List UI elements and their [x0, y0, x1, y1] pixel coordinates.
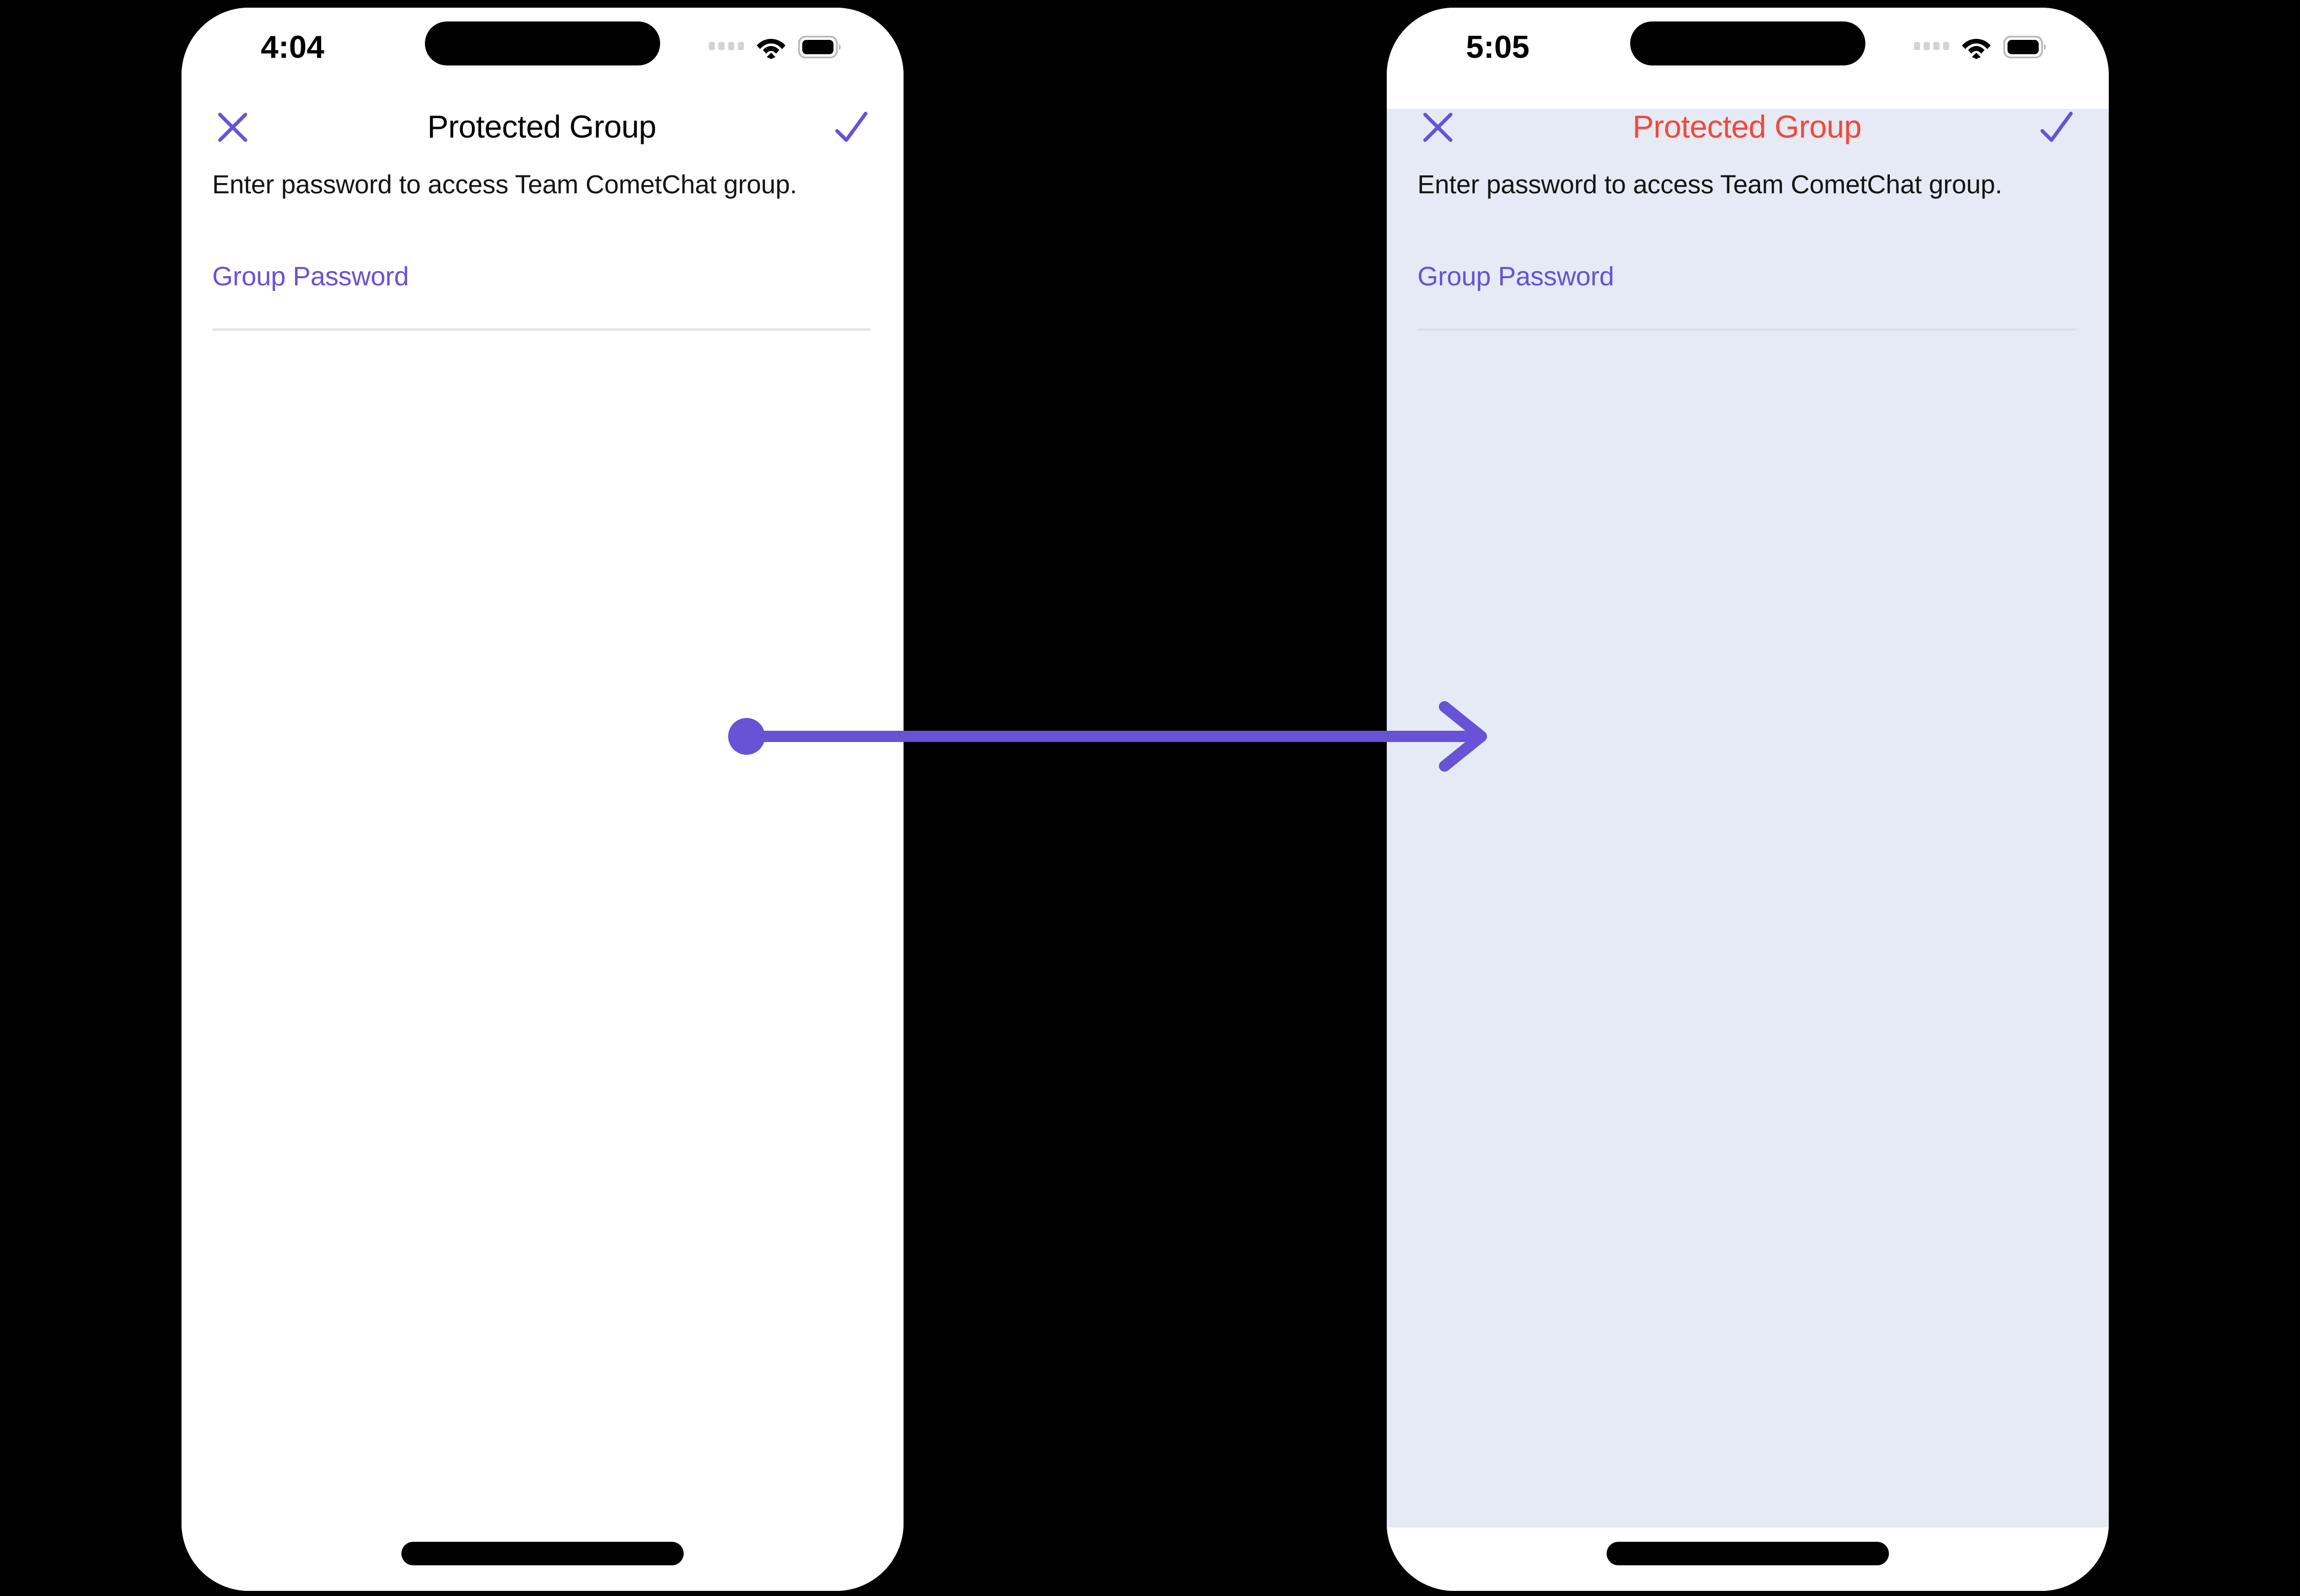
close-button[interactable]	[208, 103, 257, 152]
phone-mockup-after: 5:05	[1387, 8, 2109, 1591]
helper-text: Enter password to access Team CometChat …	[212, 170, 797, 199]
signal-dots-icon	[1914, 42, 1949, 52]
home-indicator-area	[1387, 1527, 2109, 1591]
form-content-after: Enter password to access Team CometChat …	[1387, 158, 2109, 1527]
status-indicators	[1914, 29, 2047, 65]
dynamic-island	[425, 21, 660, 65]
password-field-group[interactable]: Group Password	[212, 260, 871, 331]
password-field-label: Group Password	[212, 262, 409, 291]
password-field-underline	[212, 328, 871, 331]
confirm-button[interactable]	[826, 103, 875, 152]
password-field-underline	[1417, 328, 2076, 331]
status-indicators	[709, 29, 842, 65]
wifi-icon	[1960, 35, 1992, 59]
phone-mockup-before: 4:04	[182, 8, 904, 1591]
app-screen-after: 5:05	[1387, 8, 2109, 1591]
password-field-group[interactable]: Group Password	[1417, 260, 2076, 331]
close-button[interactable]	[1413, 103, 1462, 152]
status-bar: 4:04	[182, 8, 904, 97]
close-icon	[1423, 113, 1453, 142]
close-icon	[218, 113, 247, 142]
status-time: 4:04	[261, 30, 325, 65]
error-state-background	[1387, 109, 2109, 1527]
password-field-label: Group Password	[1417, 262, 1614, 291]
page-title: Protected Group	[427, 109, 657, 145]
home-indicator[interactable]	[1607, 1542, 1889, 1565]
check-icon	[835, 111, 868, 142]
nav-bar-before: Protected Group	[182, 97, 904, 158]
home-indicator-area	[182, 1527, 904, 1591]
battery-full-icon	[2003, 36, 2047, 58]
wifi-icon	[755, 35, 787, 59]
nav-bar-after: Protected Group	[1387, 97, 2109, 158]
form-content-before: Enter password to access Team CometChat …	[182, 158, 904, 1527]
page-title: Protected Group	[1632, 109, 1862, 145]
helper-text: Enter password to access Team CometChat …	[1417, 170, 2002, 199]
battery-full-icon	[798, 36, 842, 58]
dynamic-island	[1630, 21, 1865, 65]
app-screen-before: 4:04	[182, 8, 904, 1591]
status-time: 5:05	[1466, 30, 1530, 65]
confirm-button[interactable]	[2032, 103, 2081, 152]
status-bar: 5:05	[1387, 8, 2109, 97]
signal-dots-icon	[709, 42, 744, 52]
home-indicator[interactable]	[401, 1542, 684, 1565]
check-icon	[2040, 111, 2073, 142]
